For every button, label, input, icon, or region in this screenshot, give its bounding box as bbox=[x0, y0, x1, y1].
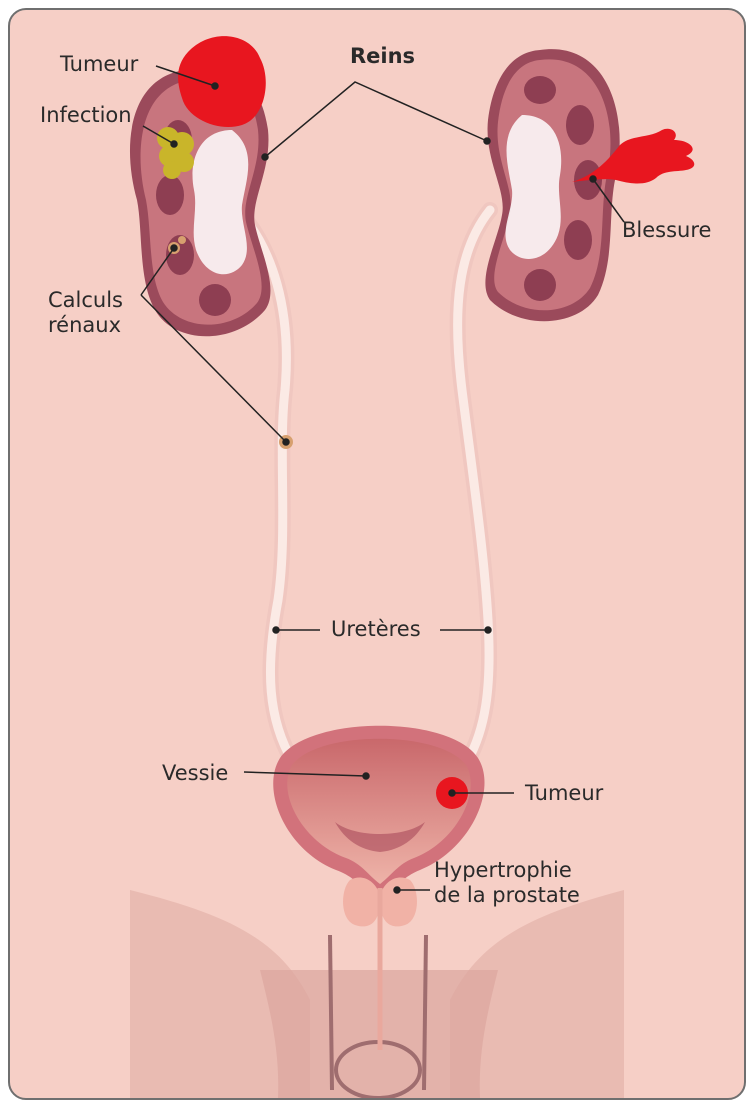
label-kidney-tumor: Tumeur bbox=[60, 52, 138, 77]
label-kidney-stones-line2: rénaux bbox=[48, 313, 123, 338]
label-bladder: Vessie bbox=[162, 761, 228, 786]
body-silhouette bbox=[130, 890, 624, 1098]
label-injury: Blessure bbox=[622, 218, 711, 243]
label-kidneys: Reins bbox=[350, 44, 415, 69]
label-infection: Infection bbox=[40, 103, 132, 128]
label-kidney-stones-line1: Calculs bbox=[48, 288, 123, 313]
urinary-system-illustration bbox=[10, 10, 744, 1098]
label-prostate-line1: Hypertrophie bbox=[434, 858, 580, 883]
label-prostate-line2: de la prostate bbox=[434, 883, 580, 908]
ureters bbox=[238, 210, 490, 762]
label-bladder-tumor: Tumeur bbox=[525, 781, 603, 806]
right-kidney bbox=[485, 49, 619, 321]
label-ureters: Uretères bbox=[331, 617, 421, 642]
label-prostate-hypertrophy: Hypertrophie de la prostate bbox=[434, 858, 580, 908]
diagram-frame: Tumeur Infection Reins Calculs rénaux Bl… bbox=[8, 8, 746, 1100]
label-kidney-stones: Calculs rénaux bbox=[48, 288, 123, 338]
